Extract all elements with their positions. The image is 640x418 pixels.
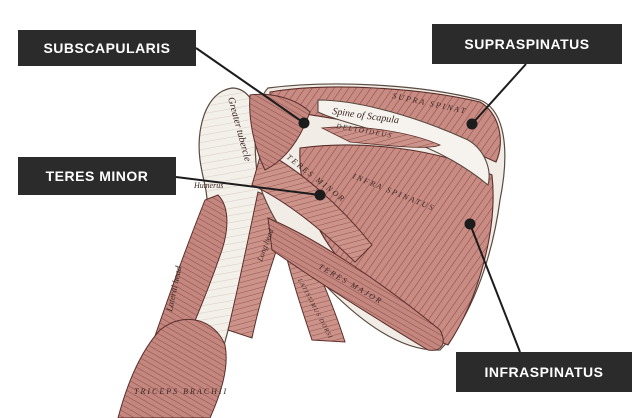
- teres-minor-leader-line: [175, 176, 321, 196]
- supraspinatus-label: SUPRASPINATUS: [432, 24, 622, 64]
- subscapularis-label: SUBSCAPULARIS: [18, 30, 196, 66]
- triceps-lower-mass: [117, 318, 227, 418]
- scapula-spine: [317, 99, 490, 186]
- subscapularis-muscle: [249, 93, 311, 171]
- infraspinatus-leader-line: [469, 223, 521, 353]
- teres-major-muscle: [267, 217, 444, 351]
- teres-minor-marker-dot: [314, 189, 326, 201]
- infraspinatus-label: INFRASPINATUS: [456, 352, 632, 392]
- infraspinatus-marker-dot: [464, 218, 476, 230]
- triceps-brachii-text: TRICEPS BRACHII: [134, 387, 228, 396]
- teres-minor-label: TERES MINOR: [18, 157, 176, 195]
- subscapularis-marker-dot: [298, 117, 310, 129]
- teres-minor-muscle: [251, 149, 373, 263]
- infraspinatus-muscle: [299, 144, 494, 346]
- humerus-text: Humerus: [193, 181, 223, 190]
- deltoid-remnant: [320, 126, 441, 148]
- supraspinatus-leader-line: [471, 63, 527, 125]
- supraspinatus-marker-dot: [466, 118, 478, 130]
- subscapularis-leader-line: [195, 47, 305, 124]
